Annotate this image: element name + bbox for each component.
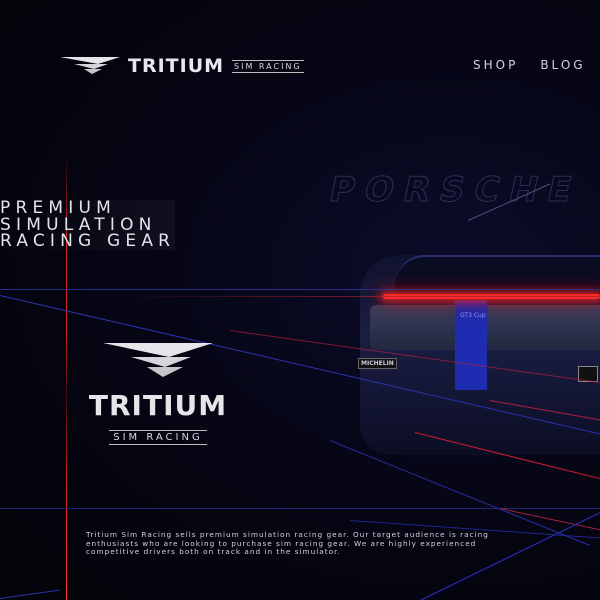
car-roof <box>395 255 600 297</box>
tagline-line-3: RACING GEAR <box>0 231 176 251</box>
blue-horizontal-line-2 <box>0 508 600 509</box>
car-stripe <box>455 300 487 390</box>
main-nav: SHOP BLOG <box>473 58 586 72</box>
triple-chevron-icon <box>60 57 120 74</box>
header-logo[interactable]: TRITIUM SIM RACING <box>60 55 304 77</box>
nav-shop[interactable]: SHOP <box>473 58 519 72</box>
porsche-wing-text: PORSCHE <box>325 170 586 211</box>
hero-tagline: PREMIUM SIMULATION RACING GEAR <box>0 200 176 251</box>
brand-logo-large: TRITIUM SIM RACING <box>58 343 258 445</box>
tagline-line-2: SIMULATION <box>0 216 176 233</box>
brand-subtitle: SIM RACING <box>232 59 304 73</box>
sponsor-decal: MICHELIN <box>358 358 397 369</box>
tagline-line-1: PREMIUM <box>0 200 176 217</box>
sponsor-decal-2 <box>578 366 598 382</box>
car-badge: GT3 Cup <box>460 312 486 319</box>
brand-subtitle-large: SIM RACING <box>109 430 207 445</box>
triple-chevron-icon <box>103 343 213 377</box>
blue-diagonal-line-5 <box>0 589 60 599</box>
nav-blog[interactable]: BLOG <box>540 58 586 72</box>
blue-horizontal-line <box>0 289 600 290</box>
red-horizontal-line <box>120 296 600 297</box>
company-description: Tritium Sim Racing sells premium simulat… <box>86 530 489 557</box>
red-vertical-line <box>66 150 67 600</box>
brand-name-large: TRITIUM <box>88 389 228 422</box>
brand-name: TRITIUM <box>128 55 225 77</box>
